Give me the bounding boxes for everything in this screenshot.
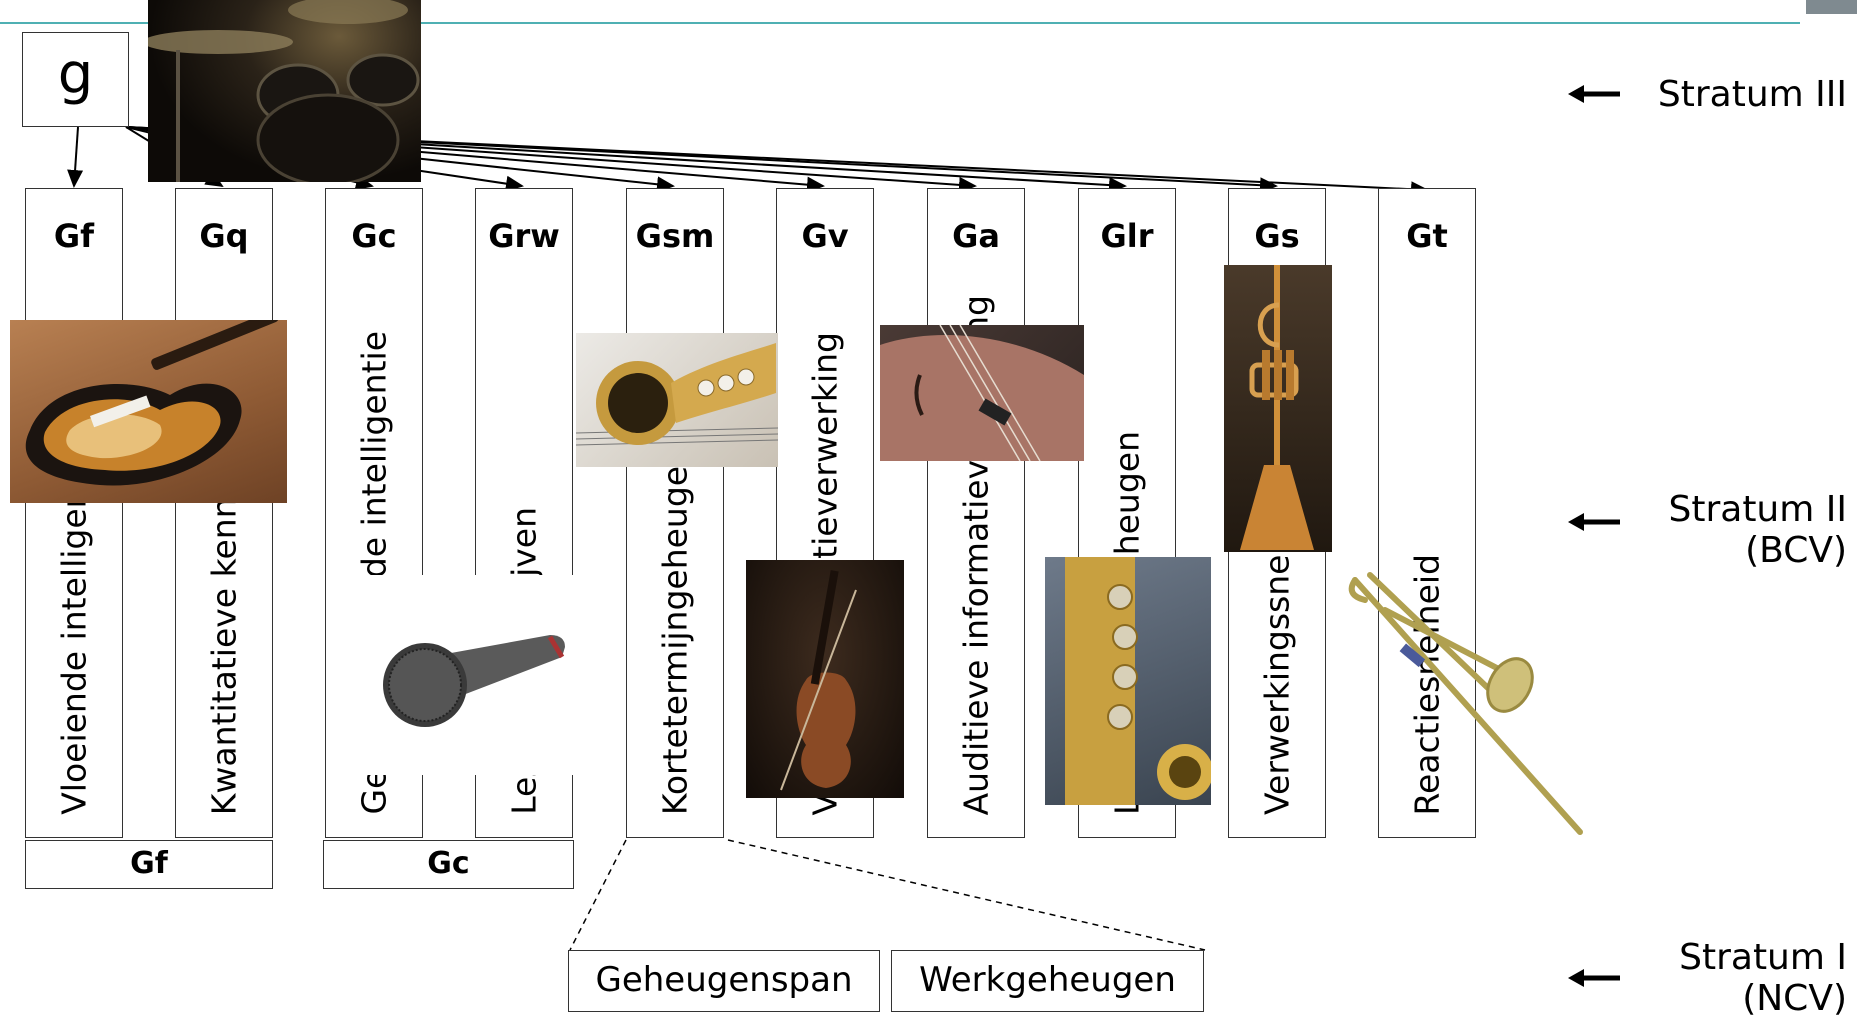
factor-code: Grw: [476, 217, 572, 255]
stratum-i-line1: Stratum I: [1679, 937, 1847, 978]
factor-gf: Gf Vloeiende intelligentie: [25, 188, 123, 838]
factor-code: Gs: [1229, 217, 1325, 255]
stratum-iii-label: Stratum III: [1658, 74, 1847, 115]
bass-guitar-photo: [10, 320, 287, 503]
factor-gq: Gq Kwantitatieve kennis: [175, 188, 273, 838]
factor-ga: Ga Auditieve informatieverwerking: [927, 188, 1025, 838]
factor-code: Gt: [1379, 217, 1475, 255]
group-gc: Gc: [323, 840, 574, 889]
factor-gsm: Gsm Kortetermijngeheugen: [626, 188, 724, 838]
stratum-iii-line1: Stratum III: [1658, 74, 1847, 115]
narrow-ability-werkgeheugen: Werkgeheugen: [891, 950, 1204, 1012]
stratum-i-line2: (NCV): [1679, 978, 1847, 1019]
factor-code: Gq: [176, 217, 272, 255]
left-arrow-icon: [1568, 512, 1620, 532]
cello-photo: [880, 325, 1084, 461]
group-gf: Gf: [25, 840, 273, 889]
g-factor-box: g: [22, 32, 129, 127]
saxophone-sheet-music-photo: [576, 333, 778, 467]
factor-code: Glr: [1079, 217, 1175, 255]
stratum-ii-line2: (BCV): [1668, 530, 1847, 571]
microphone-photo: [350, 575, 576, 775]
saxophone-keys-photo: [1045, 557, 1211, 805]
factor-label: Kortetermijngeheugen: [656, 445, 695, 815]
trumpet-photo: [1224, 265, 1332, 552]
left-arrow-icon: [1568, 968, 1620, 988]
factor-code: Gsm: [627, 217, 723, 255]
violin-photo: [746, 560, 904, 798]
factor-label: Kwantitatieve kennis: [205, 471, 244, 815]
drum-kit-photo: [148, 0, 421, 182]
factor-code: Gc: [326, 217, 422, 255]
stratum-i-label: Stratum I (NCV): [1679, 937, 1847, 1019]
trombone-image: [1340, 570, 1585, 840]
factor-code: Gf: [26, 217, 122, 255]
stratum-ii-line1: Stratum II: [1668, 489, 1847, 530]
left-arrow-icon: [1568, 84, 1620, 104]
factor-code: Gv: [777, 217, 873, 255]
stratum-ii-label: Stratum II (BCV): [1668, 489, 1847, 571]
g-factor-label: g: [58, 42, 94, 107]
narrow-ability-geheugenspan: Geheugenspan: [568, 950, 880, 1012]
factor-code: Ga: [928, 217, 1024, 255]
